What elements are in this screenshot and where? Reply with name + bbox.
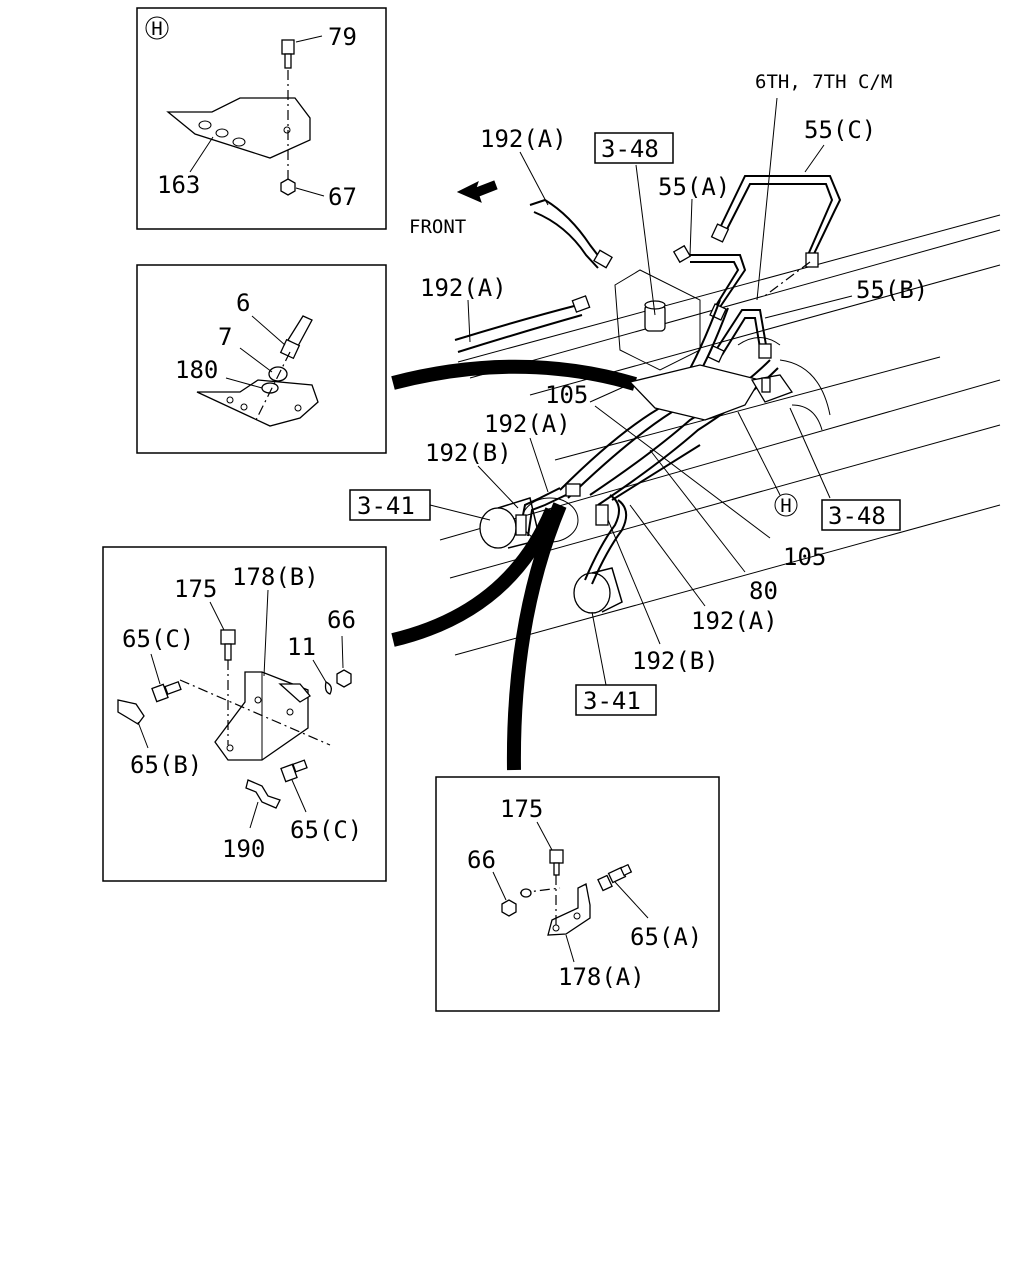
bracket-178a [547,883,591,936]
fitting-65a [597,863,633,892]
callout-66: 66 [327,606,356,634]
callout-55b: 55(B) [856,276,928,304]
callout-192a-right: 192(A) [691,607,778,635]
callout-80: 80 [749,577,778,605]
callout-65a: 65(A) [630,923,702,951]
callout-175: 175 [174,575,217,603]
hose-192b-right [584,494,620,581]
svg-text:3-41: 3-41 [357,492,415,520]
callout-7: 7 [218,323,232,351]
pipe-55a [682,254,747,311]
callout-67: 67 [328,183,357,211]
center-bracket [628,364,762,421]
main-circle-marker: H [780,495,791,517]
front-label: FRONT [409,216,466,238]
ref-box-3-48-right: 3-48 [821,499,901,531]
callout-65b: 65(B) [130,751,202,779]
callout-11: 11 [287,633,316,661]
svg-text:3-48: 3-48 [601,135,659,163]
clip-11 [324,681,332,695]
tee-190 [245,779,281,809]
callout-79: 79 [328,23,357,51]
callout-192a-left: 192(A) [420,274,507,302]
brake-chamber-left [479,497,579,549]
nut-67 [280,178,296,196]
callout-192b-left: 192(B) [425,439,512,467]
bracket-plate [196,379,319,427]
callout-55c: 55(C) [804,116,876,144]
callout-65c-lower: 65(C) [290,816,362,844]
ref-box-3-41-left: 3-41 [349,489,431,521]
nut-7 [268,366,288,382]
callout-65c-upper: 65(C) [122,625,194,653]
callout-192b-right: 192(B) [632,647,719,675]
ref-box-3-41-bottom: 3-41 [575,684,657,716]
fitting-65c-lower [280,759,308,783]
elbow-65b [117,699,145,725]
callout-105-top: 105 [545,381,588,409]
pipe-55b [715,309,767,351]
main-assembly: FRONT 6TH, 7TH C/M H 3-48 3-48 3-41 3-41 [349,71,1001,716]
variant-note: 6TH, 7TH C/M [755,71,892,93]
callout-180: 180 [175,356,218,384]
inset-bracket-b: 175 178(B) 65(C) 66 11 65(B) 190 65(C) [102,546,387,882]
bracket-163 [166,97,311,159]
inset-h: H 79 163 67 [136,7,387,230]
callout-178b: 178(B) [232,563,319,591]
callout-66-a: 66 [467,846,496,874]
fitting-65c-upper [151,681,182,703]
inset-fitting: 6 7 180 [136,264,387,454]
inset-h-marker: H [151,18,162,40]
callout-105-right: 105 [783,543,826,571]
front-arrow-icon [456,180,498,203]
nut-66 [336,669,352,688]
pipe-55c [717,175,842,259]
callout-190: 190 [222,835,265,863]
callout-6: 6 [236,289,250,317]
brake-chamber-right [573,567,623,614]
callout-55a: 55(A) [658,173,730,201]
ref-box-3-48-top: 3-48 [594,132,674,164]
svg-text:3-48: 3-48 [828,502,886,530]
detail-leaders [391,359,637,771]
svg-text:3-41: 3-41 [583,687,641,715]
callout-192a-top: 192(A) [480,125,567,153]
callout-163: 163 [157,171,200,199]
bolt-175 [220,629,236,661]
inset-bracket-a: 175 66 65(A) 178(A) [435,776,720,1012]
callout-192a-mid: 192(A) [484,410,571,438]
bolt-175-a [549,849,564,876]
callout-175-a: 175 [500,795,543,823]
nut-66-a [501,899,517,917]
callout-178a: 178(A) [558,963,645,991]
bolt-79 [281,39,295,69]
